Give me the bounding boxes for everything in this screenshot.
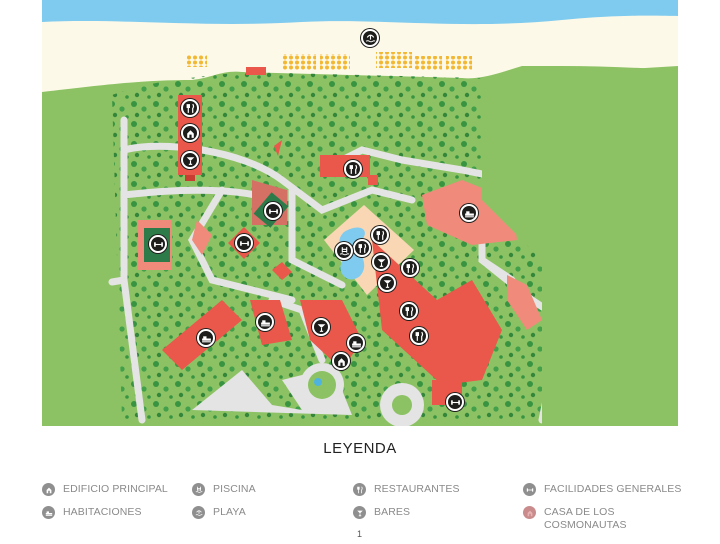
resort-map[interactable] xyxy=(42,0,678,426)
facilities-icon xyxy=(239,238,250,249)
restaurant-icon xyxy=(414,331,425,342)
map-marker-bar[interactable] xyxy=(312,318,330,336)
cosmonauts-house-icon xyxy=(523,506,536,519)
legend-item-rooms: HABITACIONES xyxy=(42,506,142,519)
map-marker-facilidades[interactable] xyxy=(264,202,282,220)
map-marker-restaurante[interactable] xyxy=(353,239,371,257)
restaurant-icon xyxy=(348,164,359,175)
legend-item-bars: BARES xyxy=(353,506,410,519)
rooms-icon xyxy=(260,317,271,328)
map-marker-edificio-principal[interactable] xyxy=(332,352,350,370)
map-marker-piscina[interactable] xyxy=(335,242,353,260)
map-marker-restaurante[interactable] xyxy=(400,302,418,320)
facilities-icon xyxy=(450,397,461,408)
map-marker-edificio-principal[interactable] xyxy=(181,124,199,142)
legend-label: FACILIDADES GENERALES xyxy=(544,483,682,495)
legend-item-main-building: EDIFICIO PRINCIPAL xyxy=(42,483,168,496)
map-marker-bar[interactable] xyxy=(181,151,199,169)
restaurant-icon xyxy=(357,243,368,254)
map-marker-facilidades[interactable] xyxy=(149,235,167,253)
map-marker-facilidades[interactable] xyxy=(446,393,464,411)
legend-label: PLAYA xyxy=(213,506,246,518)
rooms-icon xyxy=(464,208,475,219)
legend-item-pool: PISCINA xyxy=(192,483,256,496)
restaurant-icon xyxy=(185,103,196,114)
legend-label: RESTAURANTES xyxy=(374,483,460,495)
map-marker-restaurante[interactable] xyxy=(371,226,389,244)
main-building-icon xyxy=(42,483,55,496)
map-marker-restaurante[interactable] xyxy=(410,327,428,345)
legend-label: BARES xyxy=(374,506,411,518)
legend-label: EDIFICIO PRINCIPAL xyxy=(63,483,168,495)
legend-item-restaurants: RESTAURANTES xyxy=(353,483,460,496)
restaurant-icon xyxy=(404,306,415,317)
page-number: 1 xyxy=(357,529,363,539)
pool-icon xyxy=(339,246,350,257)
map-marker-habitaciones[interactable] xyxy=(197,329,215,347)
restaurant-icon xyxy=(375,230,386,241)
bar-icon xyxy=(382,278,393,289)
map-marker-bar[interactable] xyxy=(372,253,390,271)
legend-item-beach: PLAYA xyxy=(192,506,246,519)
rooms-icon xyxy=(351,338,362,349)
main-building-icon xyxy=(185,128,196,139)
restaurant-icon xyxy=(405,263,416,274)
map-marker-habitaciones[interactable] xyxy=(256,313,274,331)
legend-title: LEYENDA xyxy=(323,440,397,457)
bar-icon xyxy=(376,257,387,268)
map-marker-habitaciones[interactable] xyxy=(460,204,478,222)
beach-icon xyxy=(192,506,205,519)
legend-label: HABITACIONES xyxy=(63,506,142,518)
legend-item-cosmonauts-house: CASA DE LOS COSMONAUTAS xyxy=(523,506,673,532)
restaurant-icon xyxy=(353,483,366,496)
pool-icon xyxy=(192,483,205,496)
legend-label: CASA DE LOS COSMONAUTAS xyxy=(544,506,627,531)
map-marker-restaurante[interactable] xyxy=(181,99,199,117)
facilities-icon xyxy=(523,483,536,496)
facilities-icon xyxy=(153,239,164,250)
facilities-icon xyxy=(268,206,279,217)
map-base-illustration xyxy=(42,0,678,426)
legend-item-facilities: FACILIDADES GENERALES xyxy=(523,483,681,496)
beach-icon xyxy=(365,33,376,44)
main-building-icon xyxy=(336,356,347,367)
map-marker-restaurante[interactable] xyxy=(344,160,362,178)
rooms-icon xyxy=(42,506,55,519)
map-marker-facilidades[interactable] xyxy=(235,234,253,252)
bar-icon xyxy=(316,322,327,333)
legend: LEYENDA EDIFICIO PRINCIPAL HABITACIONES … xyxy=(0,426,720,544)
legend-label: PISCINA xyxy=(213,483,256,495)
rooms-icon xyxy=(201,333,212,344)
map-marker-restaurante[interactable] xyxy=(401,259,419,277)
map-marker-playa[interactable] xyxy=(361,29,379,47)
bar-icon xyxy=(185,155,196,166)
map-marker-bar[interactable] xyxy=(378,274,396,292)
bar-icon xyxy=(353,506,366,519)
map-marker-habitaciones[interactable] xyxy=(347,334,365,352)
